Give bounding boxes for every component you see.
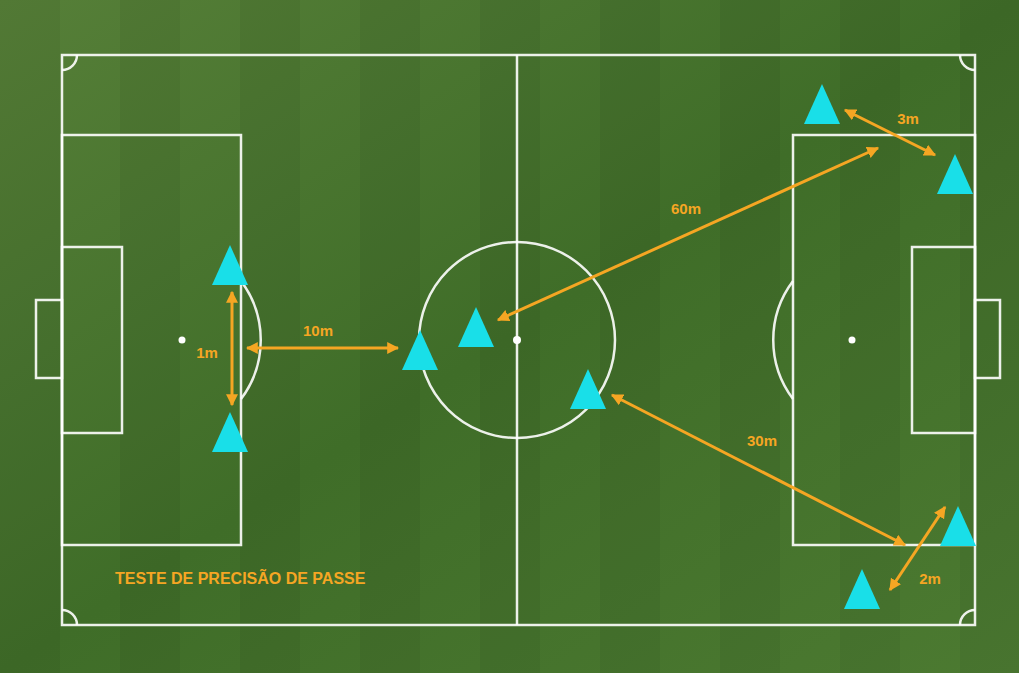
penalty-spot bbox=[849, 337, 856, 344]
center-spot bbox=[513, 336, 521, 344]
goal-area bbox=[912, 247, 975, 433]
cone bbox=[458, 307, 494, 347]
cone bbox=[844, 569, 880, 609]
cone bbox=[212, 412, 248, 452]
dimension-arrow bbox=[231, 292, 234, 405]
penalty-spot bbox=[179, 337, 186, 344]
cone bbox=[804, 84, 840, 124]
corner-arc bbox=[62, 55, 77, 70]
dimension-arrow bbox=[612, 395, 905, 545]
penalty-box bbox=[793, 135, 975, 545]
penalty-arc bbox=[773, 281, 793, 399]
dimension-label: 60m bbox=[671, 201, 701, 216]
cone bbox=[402, 330, 438, 370]
goal bbox=[36, 300, 62, 378]
dimension-arrow bbox=[247, 347, 398, 350]
dimension-label: 2m bbox=[919, 571, 941, 586]
goal-area bbox=[62, 247, 122, 433]
dimension-arrow bbox=[890, 507, 945, 590]
dimension-label: 1m bbox=[196, 345, 218, 360]
dimension-arrow bbox=[498, 148, 878, 320]
cone bbox=[937, 154, 973, 194]
penalty-box bbox=[62, 135, 241, 545]
dimension-label: 10m bbox=[303, 323, 333, 338]
goal bbox=[975, 300, 1000, 378]
center-circle bbox=[419, 242, 615, 438]
cone bbox=[570, 369, 606, 409]
spots bbox=[179, 336, 856, 344]
corner-arc bbox=[960, 55, 975, 70]
dimension-arrows bbox=[232, 110, 945, 590]
cone bbox=[940, 506, 976, 546]
dimension-label: 3m bbox=[897, 111, 919, 126]
corner-arc bbox=[62, 610, 77, 625]
dimension-arrow bbox=[845, 110, 935, 155]
cone bbox=[212, 245, 248, 285]
field-lines bbox=[36, 55, 1000, 625]
penalty-arc bbox=[241, 281, 261, 399]
cones bbox=[212, 84, 976, 609]
touch-line bbox=[62, 55, 975, 625]
corner-arc bbox=[960, 610, 975, 625]
dimension-label: 30m bbox=[747, 433, 777, 448]
drill-title: TESTE DE PRECISÃO DE PASSE bbox=[115, 571, 365, 587]
